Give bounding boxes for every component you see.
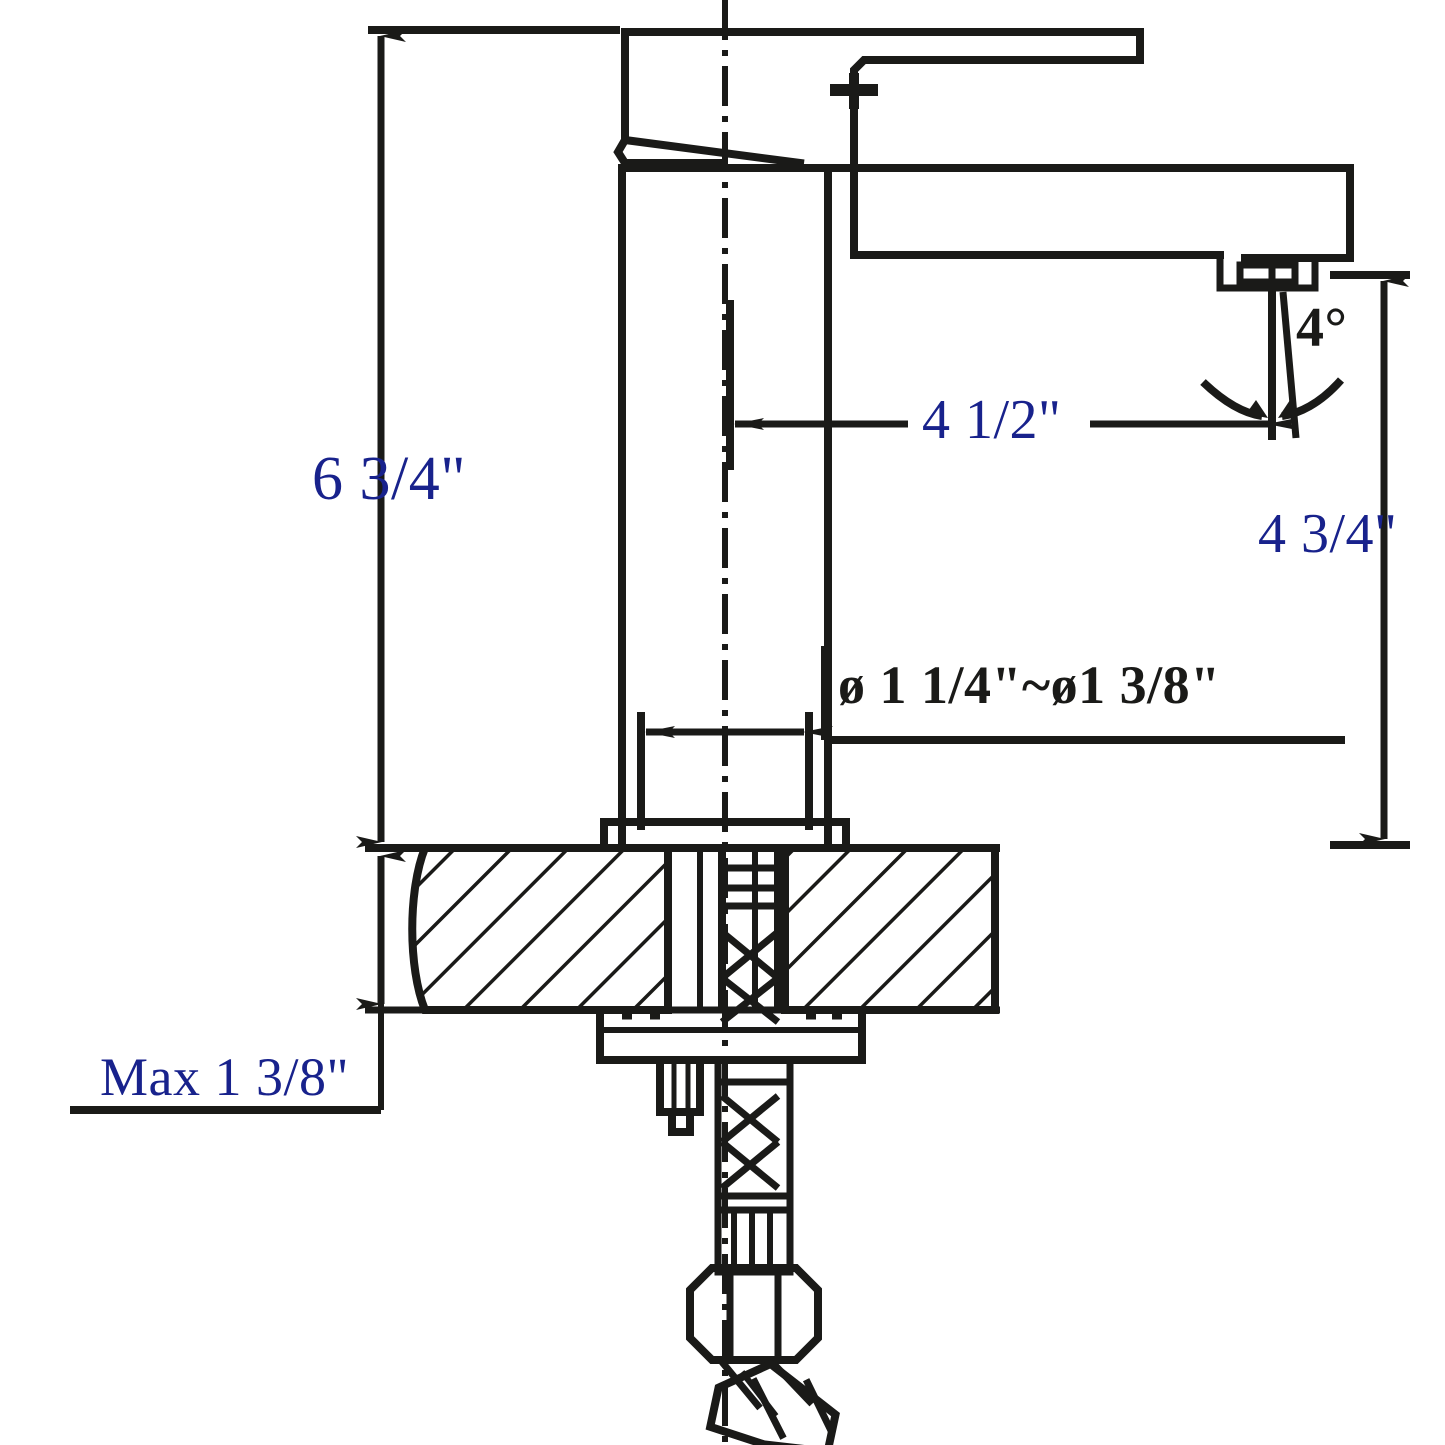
dimension-aerator-angle <box>1200 290 1345 440</box>
dimension-label-max-counter-thickness: Max 1 3/8" <box>100 1047 350 1107</box>
countertop-section <box>365 844 1000 1014</box>
braided-supply-hose-upper <box>718 848 782 1025</box>
dimension-spout-height <box>1330 271 1410 849</box>
angled-hex-fitting <box>705 1359 840 1445</box>
dimension-max-counter-thickness <box>70 850 406 1114</box>
spout-arm <box>824 156 1354 262</box>
dimension-spout-reach <box>726 300 1297 470</box>
hose-ferrule-upper <box>714 1060 794 1276</box>
dimension-overall-height <box>356 26 620 852</box>
threaded-shank <box>664 848 789 1010</box>
dimension-label-aerator-angle: 4° <box>1296 297 1348 359</box>
dimension-label-mounting-hole-diameter: ø 1 1/4"~ø1 3/8" <box>838 655 1221 715</box>
lever-handle <box>613 28 1144 168</box>
dimension-label-spout-height: 4 3/4" <box>1258 503 1398 565</box>
dimension-mounting-hole-diameter <box>637 646 1345 830</box>
dimension-label-spout-reach: 4 1/2" <box>922 389 1062 451</box>
mounting-screw <box>656 1060 704 1136</box>
hex-coupling-nut <box>686 1264 822 1364</box>
mounting-bracket <box>596 1012 866 1064</box>
dimension-label-overall-height: 6 3/4" <box>312 445 467 513</box>
